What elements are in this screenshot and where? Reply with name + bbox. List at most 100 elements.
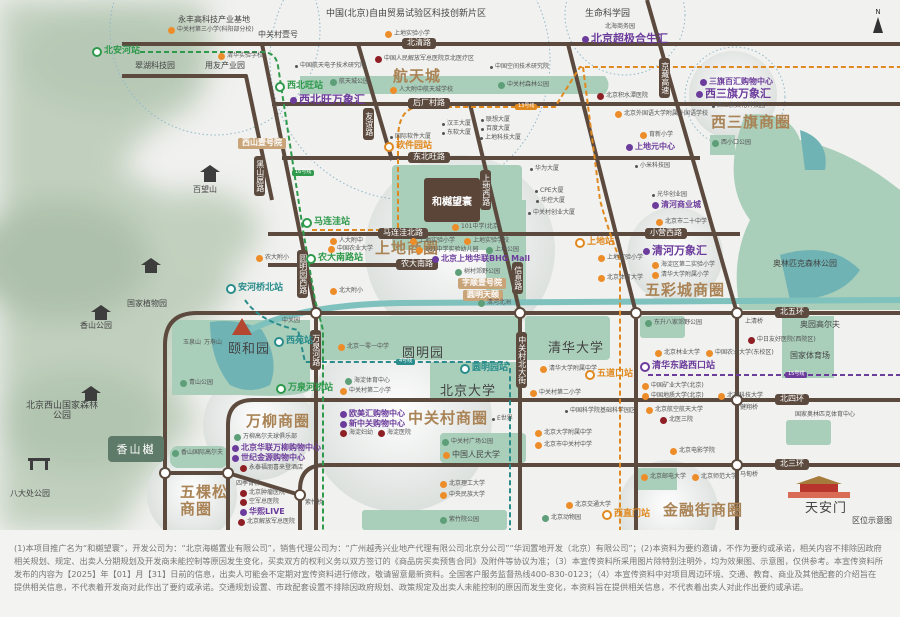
compass: N xyxy=(869,8,887,33)
school-label: 北京大学附属中学 xyxy=(535,430,592,437)
subway-icon xyxy=(384,142,394,152)
station-label-text: 西直门站 xyxy=(614,509,651,520)
station-label[interactable]: 万泉河桥站 xyxy=(276,383,333,394)
park-label-text: 清河北洲 xyxy=(487,299,512,307)
road-label: 圆明园西路 xyxy=(297,250,308,298)
station-label[interactable]: 北安河站 xyxy=(92,46,140,57)
school-label-text: 人大附中 xyxy=(339,237,364,245)
poi-label: 中关园 xyxy=(282,317,300,325)
park-icon xyxy=(645,320,652,327)
zone-rings xyxy=(109,0,786,201)
subway-line-tag-text: 13号线 xyxy=(518,103,535,109)
park-label: 航天城公园 xyxy=(330,79,369,86)
school-icon xyxy=(655,350,662,357)
school-icon xyxy=(642,393,649,400)
station-label[interactable]: 安河桥北站 xyxy=(226,283,284,294)
school-icon xyxy=(670,448,677,455)
hospital-icon xyxy=(378,430,385,437)
park-label: 上地公园 xyxy=(486,247,519,254)
poi-label-text: 华为大厦 xyxy=(535,165,560,172)
district-label-text: 航天城 xyxy=(393,67,442,85)
landmark-label: 天安门 xyxy=(805,501,848,516)
station-label-text: 安河桥北站 xyxy=(238,283,284,294)
station-label[interactable]: 清华东路西口站 xyxy=(640,361,715,372)
school-icon xyxy=(535,430,542,437)
mall-label: 北京华联万柳购物中心 xyxy=(232,443,321,453)
xiangshanyue-marker[interactable]: 香山樾 xyxy=(108,436,164,462)
park-icon xyxy=(455,269,462,276)
park-label-text: 万柳高尔夫球俱乐部 xyxy=(243,433,298,441)
poi-label-text: 国家奥林匹克体育中心 xyxy=(795,411,856,418)
station-label-text: 五道口站 xyxy=(597,369,634,380)
school-label-text: 海淀区第二实验小学 xyxy=(661,261,716,269)
station-label[interactable]: 马连洼站 xyxy=(302,217,350,228)
school-label: 北京外国语大学附属外国语学校 xyxy=(615,111,708,118)
station-label[interactable]: 西北旺站 xyxy=(275,81,323,92)
water xyxy=(210,130,860,390)
bullet-icon xyxy=(652,193,655,197)
station-label[interactable]: 圆明园站 xyxy=(460,363,508,374)
school-label-text: 清华实验学校 xyxy=(227,52,264,60)
station-label[interactable]: 五道口站 xyxy=(585,369,634,380)
project-tag: 圆明天颐 xyxy=(463,290,503,301)
road-label: 农大南路 xyxy=(396,259,438,270)
subway-line-tag-text: 16号线 xyxy=(295,169,312,175)
shopping-icon xyxy=(432,255,439,263)
station-label[interactable]: 西直门站 xyxy=(602,509,651,520)
school-label-text: 上地实验学校 xyxy=(473,237,510,245)
park-label: 西小口公园 xyxy=(712,140,751,147)
park-label-text: 紫竹院公园 xyxy=(449,516,480,524)
poi-label: 百度大厦 xyxy=(481,125,510,133)
road-label: 北五环 xyxy=(775,307,809,318)
region-label: 生命科学园 xyxy=(585,9,631,20)
landmark-label-text: 清华大学 xyxy=(548,341,605,356)
station-label[interactable]: 农大南路站 xyxy=(306,253,363,264)
project-marker[interactable]: 和樾望寰 xyxy=(424,178,480,222)
school-label: 上地实验学校 xyxy=(464,238,509,245)
park-icon xyxy=(498,82,505,89)
junctions xyxy=(159,307,743,501)
hospital-icon xyxy=(597,93,604,100)
hospital-icon xyxy=(240,490,247,497)
roads xyxy=(122,0,900,530)
school-label-text: 101中学实验幼儿园 xyxy=(425,246,479,254)
subway-line-16 xyxy=(140,51,324,530)
poi-label-text: 中国科学院基础科学园区 xyxy=(570,407,637,414)
mall-label: 清河商业城 xyxy=(652,200,701,210)
school-icon xyxy=(652,272,659,279)
landmark-label: 百望山 xyxy=(193,185,217,195)
school-icon xyxy=(340,388,347,395)
region-label-text: 生命科学园 xyxy=(585,9,631,19)
mall-label-text: 欧美汇购物中心 xyxy=(349,409,405,418)
project-tag: 西山壹号院 xyxy=(238,138,286,149)
subway-icon xyxy=(92,47,102,57)
shopping-icon xyxy=(240,508,247,516)
landmark-label: 香山公园 xyxy=(80,321,112,331)
school-label: 中国农业大学(东校区) xyxy=(706,350,774,357)
park-label: 青山公园 xyxy=(180,380,213,387)
road-label: 京藏高速 xyxy=(659,58,670,98)
landmark-label: 圆明园 xyxy=(402,346,444,361)
road-label-text: 后厂村路 xyxy=(413,98,445,107)
station-label[interactable]: 软件园站 xyxy=(384,141,432,152)
station-label[interactable]: 西苑站 xyxy=(274,336,313,347)
school-label-text: 北京市二十中学 xyxy=(665,218,708,226)
poi-label: 中关村创业大厦 xyxy=(528,209,575,217)
landmark-label-text: 八大处公园 xyxy=(10,489,50,498)
school-label: 育新小学 xyxy=(640,132,673,139)
school-label-text: 人大附中航天城学校 xyxy=(399,86,454,94)
subway-line-tag: 16号线 xyxy=(292,169,315,176)
bullet-icon xyxy=(528,211,531,215)
school-label: 中央民族大学 xyxy=(440,492,485,499)
school-icon xyxy=(641,474,648,481)
park-label: 北京动物园 xyxy=(542,515,581,522)
park-label: 中关村广场公园 xyxy=(442,439,493,446)
station-label[interactable]: 上地站 xyxy=(575,237,614,248)
school-icon xyxy=(385,31,392,38)
region-label-text: 翠湖科技园 xyxy=(135,61,175,70)
landmark-label-text: 天安门 xyxy=(805,501,848,516)
poi-label: 国家奥林匹克体育中心 xyxy=(795,411,856,419)
school-label: 中国矿业大学(北京) xyxy=(642,383,704,390)
hospital-label-text: 北京肿瘤医院 xyxy=(249,489,286,497)
shopping-icon xyxy=(340,410,347,418)
